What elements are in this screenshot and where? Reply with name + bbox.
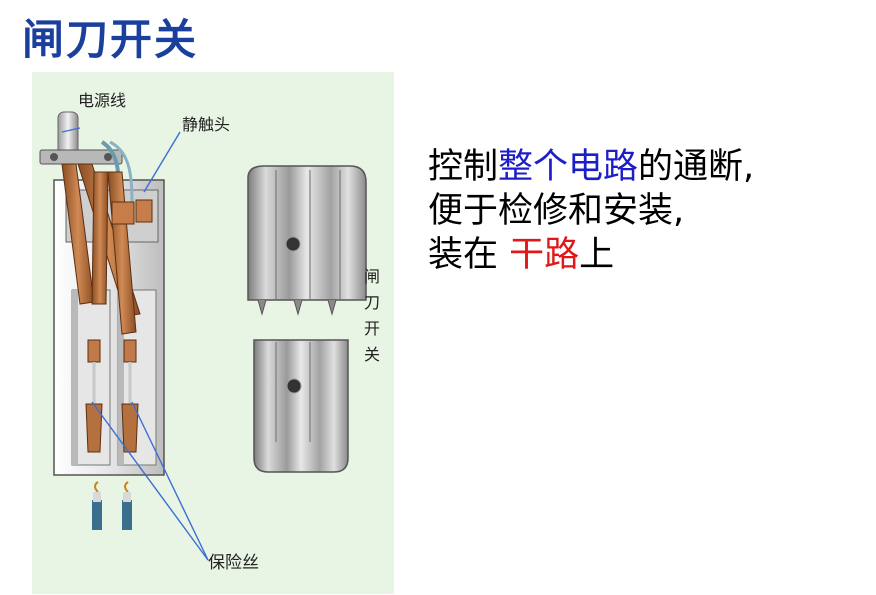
knife-switch-label-char-3: 开 bbox=[364, 319, 380, 338]
knife-switch-label-char-2: 刀 bbox=[364, 293, 380, 312]
lower-cover bbox=[253, 339, 349, 473]
static-contact-label: 静触头 bbox=[182, 115, 230, 134]
knife-switch-figure: 电源线 静触头 闸 刀 开 关 保险丝 bbox=[32, 72, 394, 594]
knife-switch-label-char-1: 闸 bbox=[364, 267, 380, 286]
knife-switch-label-char-4: 关 bbox=[364, 345, 380, 364]
description-line-1-part-1: 控制 bbox=[428, 147, 499, 187]
power-line-label: 电源线 bbox=[78, 91, 126, 110]
description-line-3-part-1: 装在 bbox=[428, 235, 510, 275]
switch-blades bbox=[61, 163, 153, 335]
description-line-3-part-2: 上 bbox=[579, 235, 615, 275]
description-line-1: 控制整个电路的通断, bbox=[428, 145, 754, 189]
description: 控制整个电路的通断, 便于检修和安装, 装在 干路上 bbox=[428, 145, 754, 277]
description-line-1-part-2: 的通断, bbox=[638, 147, 755, 187]
whole-circuit-highlight: 整个电路 bbox=[498, 147, 639, 187]
handle bbox=[39, 111, 123, 165]
annotation-lines bbox=[61, 127, 209, 561]
fuse-label: 保险丝 bbox=[208, 553, 259, 573]
upper-cover bbox=[247, 165, 367, 316]
knife-switch-illustration: 电源线 静触头 闸 刀 开 关 保险丝 bbox=[32, 72, 394, 594]
page-title: 闸刀开关 bbox=[22, 15, 199, 64]
output-terminals bbox=[92, 481, 132, 530]
description-line-2: 便于检修和安装, bbox=[428, 191, 685, 231]
description-line-3: 装在 干路上 bbox=[428, 233, 754, 277]
fuses bbox=[85, 339, 139, 453]
main-circuit-highlight: 干路 bbox=[509, 235, 580, 275]
